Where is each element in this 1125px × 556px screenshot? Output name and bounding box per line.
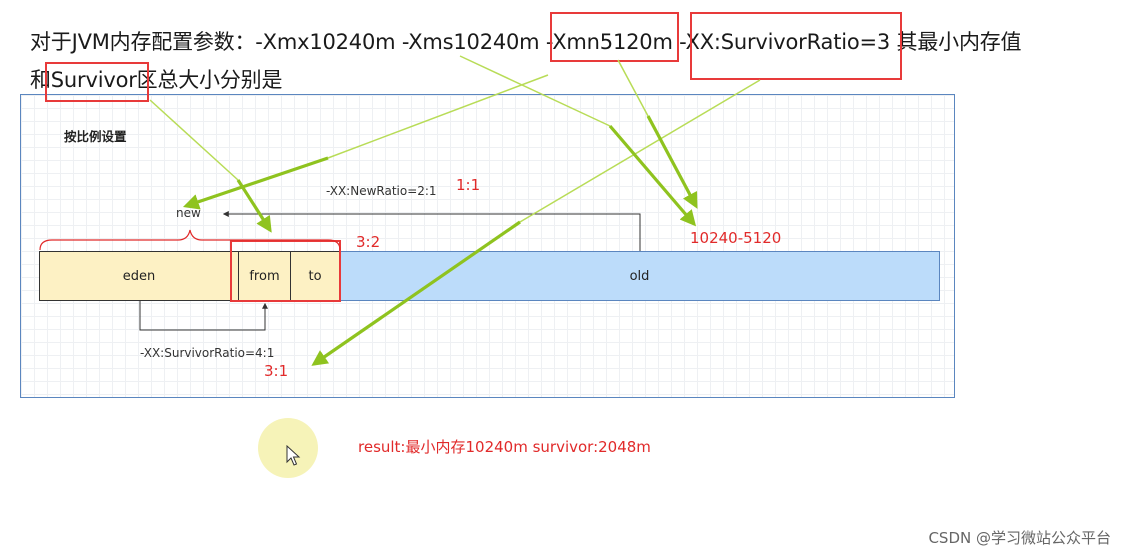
survivor-area-highlight-box bbox=[230, 240, 341, 302]
question-line-1: 对于JVM内存配置参数：-Xmx10240m -Xms10240m -Xmn51… bbox=[30, 30, 1022, 54]
survivor-ratio-highlight-box bbox=[690, 12, 902, 80]
survivor-split-annotation: 3:2 bbox=[356, 233, 381, 251]
young-generation-brace bbox=[39, 229, 341, 251]
survivor-word-highlight-box bbox=[45, 62, 149, 102]
question-line-2: 和Survivor区总大小分别是 bbox=[30, 68, 283, 92]
to-region: to bbox=[290, 251, 340, 301]
survivor-ratio-value: 3:1 bbox=[264, 362, 289, 380]
old-size-annotation: 10240-5120 bbox=[690, 229, 782, 247]
survivor-ratio-connector bbox=[139, 301, 268, 331]
mouse-cursor-icon bbox=[286, 445, 301, 466]
new-ratio-label: -XX:NewRatio=2:1 bbox=[326, 184, 437, 198]
result-text: result:最小内存10240m survivor:2048m bbox=[358, 438, 651, 456]
eden-region: eden bbox=[39, 251, 239, 301]
diagram-heading: 按比例设置 bbox=[64, 129, 127, 144]
xmn-highlight-box bbox=[550, 12, 679, 62]
diagram-canvas bbox=[20, 94, 955, 398]
new-ratio-connector bbox=[222, 211, 641, 251]
new-ratio-value: 1:1 bbox=[456, 176, 481, 194]
watermark: CSDN @学习微站公众平台 bbox=[928, 529, 1111, 547]
survivor-ratio-label: -XX:SurvivorRatio=4:1 bbox=[140, 346, 275, 360]
new-label: new bbox=[176, 206, 201, 220]
